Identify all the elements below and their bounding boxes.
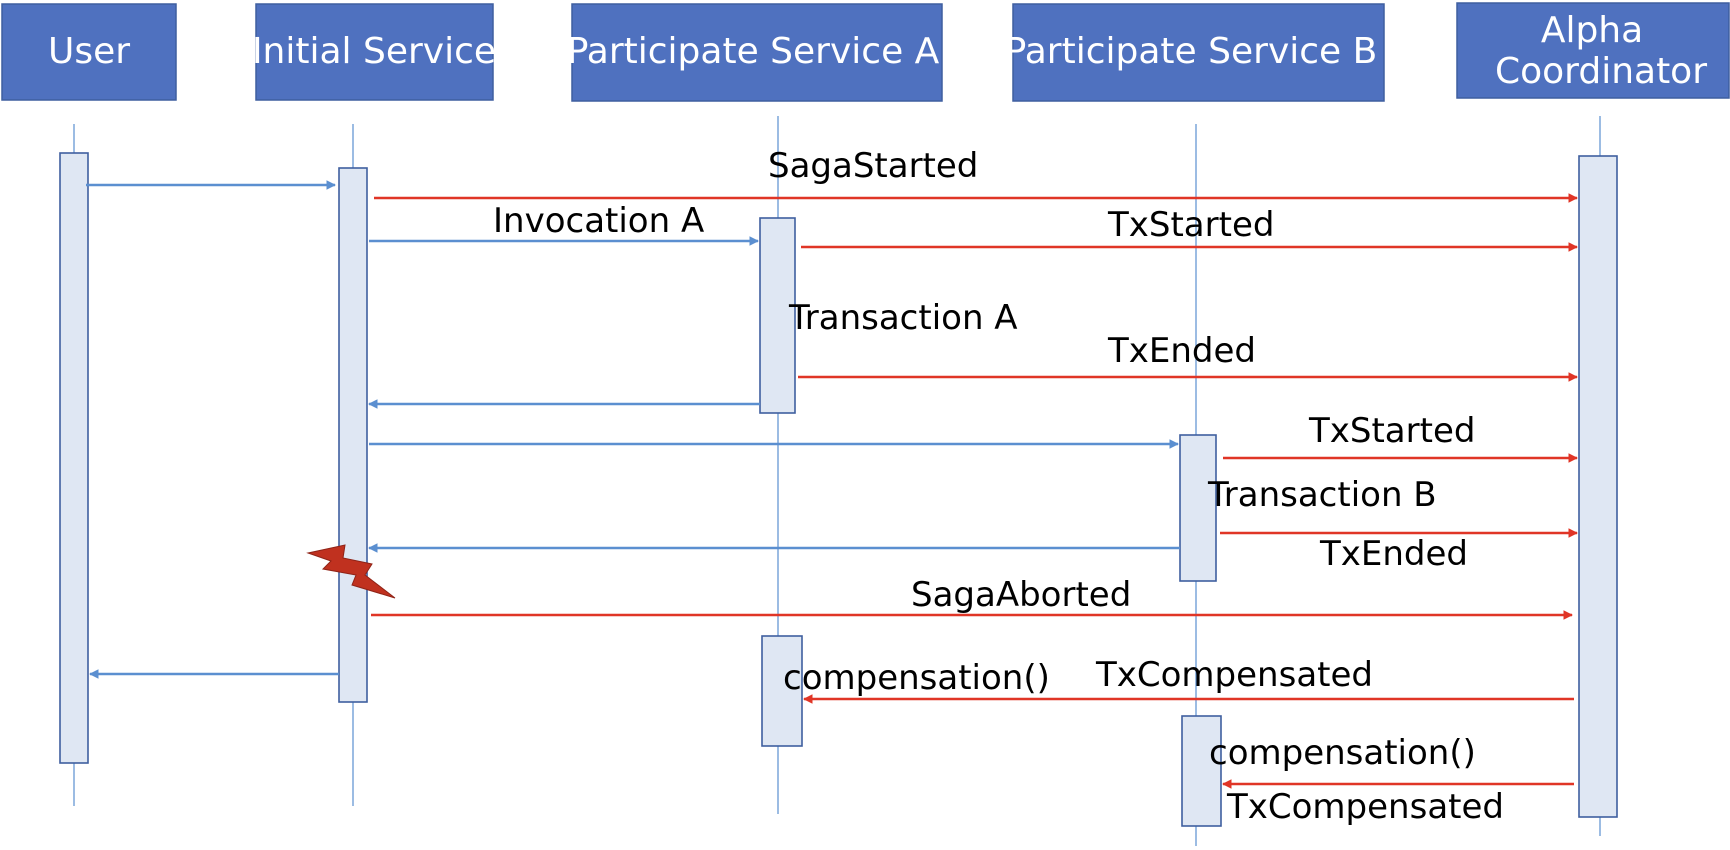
activation-alpha-coordinator [1578, 155, 1618, 818]
participant-service-a-label: Participate Service A [567, 31, 940, 72]
participant-user: User [1, 3, 177, 101]
label-invocation-a: Invocation A [493, 201, 704, 241]
label-tx-compensated-a: TxCompensated [1095, 655, 1373, 695]
label-saga-aborted: SagaAborted [911, 575, 1131, 615]
activation-compensation-a [761, 635, 803, 747]
label-tx-ended-b: TxEnded [1319, 534, 1468, 574]
participant-alpha-label-line1: Alpha [1541, 10, 1643, 51]
label-compensation-a: compensation() [783, 658, 1050, 698]
activation-transaction-b [1179, 434, 1217, 582]
label-saga-started: SagaStarted [768, 146, 978, 186]
participant-user-label: User [48, 31, 130, 72]
participant-initial-service-label: Initial Service [252, 31, 496, 72]
label-transaction-b: Transaction B [1207, 475, 1437, 515]
lightning-bolt-icon [306, 544, 396, 599]
activation-initial-service [338, 167, 368, 703]
participant-service-a: Participate Service A [567, 3, 943, 102]
label-tx-ended-a: TxEnded [1107, 331, 1256, 371]
label-tx-started-b: TxStarted [1308, 411, 1475, 451]
activation-compensation-b [1181, 715, 1222, 827]
label-transaction-a: Transaction A [788, 298, 1018, 338]
label-tx-started-a: TxStarted [1107, 205, 1274, 245]
activation-transaction-a [759, 217, 796, 414]
participant-service-b-label: Participate Service B [1005, 31, 1378, 72]
label-tx-compensated-b: TxCompensated [1226, 787, 1504, 827]
participant-service-b: Participate Service B [1005, 3, 1385, 102]
participant-alpha-coordinator: Alpha Coordinator [1456, 2, 1730, 99]
participant-alpha-label-line2: Coordinator [1495, 51, 1707, 92]
label-compensation-b: compensation() [1209, 733, 1476, 773]
participant-initial-service: Initial Service [252, 3, 496, 101]
activation-user [59, 152, 89, 764]
